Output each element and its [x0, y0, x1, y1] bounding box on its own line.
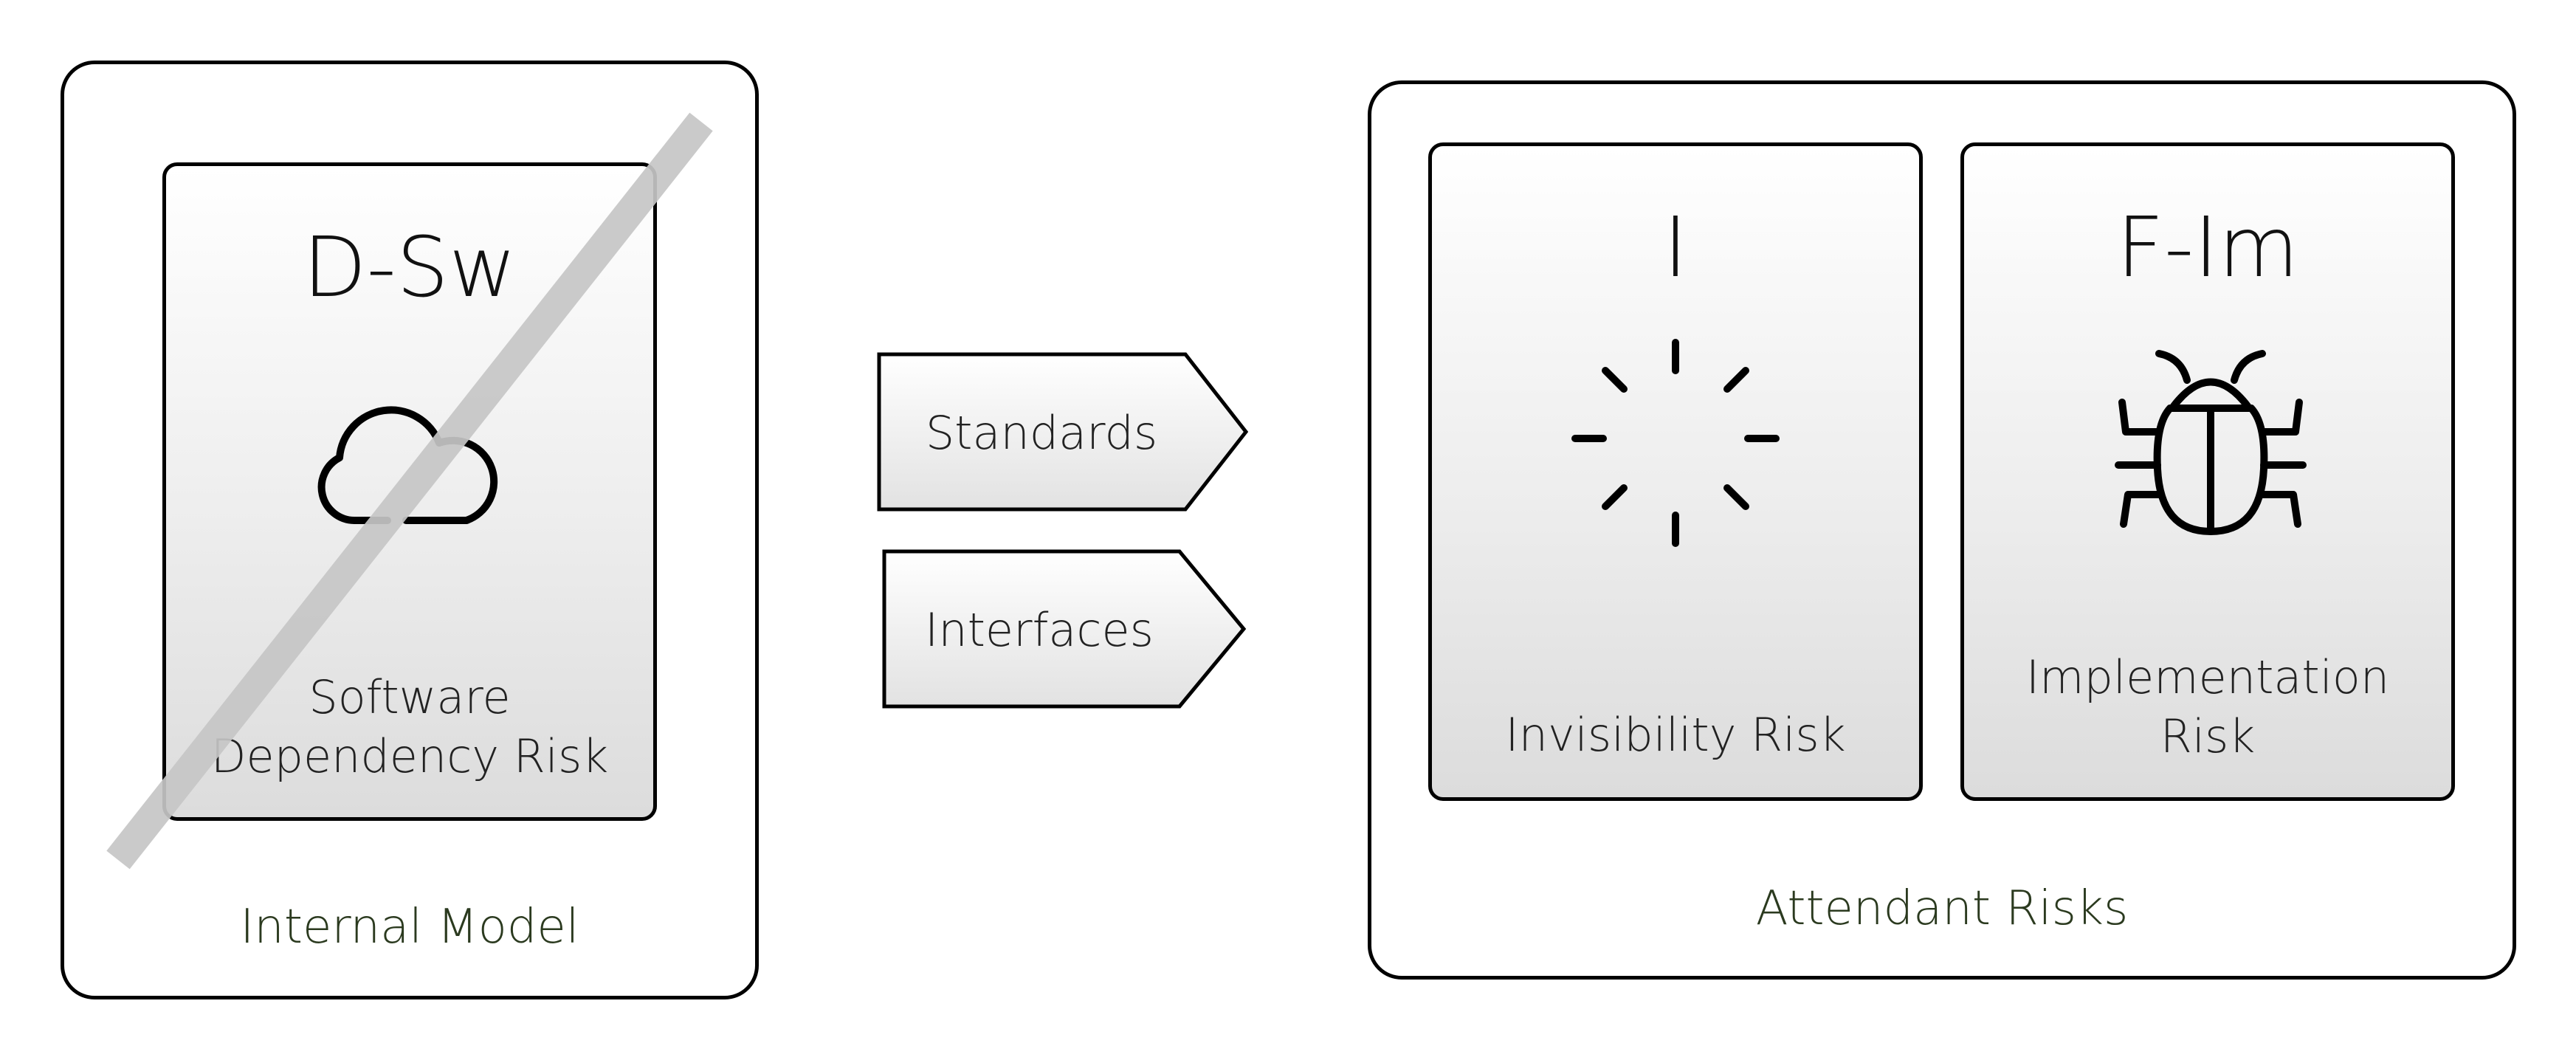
internal-model-caption: Internal Model — [240, 900, 579, 954]
risk-label-line1: Invisibility Risk — [1505, 708, 1846, 762]
risk-label-line1: Software — [309, 670, 511, 724]
risk-code: F-Im — [2116, 200, 2299, 296]
interfaces-arrow-label: Interfaces — [925, 603, 1154, 657]
risk-code: I — [1663, 200, 1688, 296]
risk-label-line2: Risk — [2160, 709, 2256, 763]
bug-icon — [2115, 350, 2307, 535]
risk-label-line1: Implementation — [2025, 650, 2390, 704]
standards-arrow-shape — [877, 352, 1249, 512]
loading-spinner-icon — [1571, 339, 1780, 547]
standards-arrow-label: Standards — [925, 406, 1158, 460]
interfaces-arrow-shape — [882, 549, 1247, 709]
invisibility-risk-card: I Invisibility Risk — [1428, 142, 1923, 801]
risk-code: D-Sw — [303, 220, 517, 316]
cloud-icon — [317, 406, 498, 524]
attendant-risks-caption: Attendant Risks — [1755, 881, 2129, 936]
risk-label-line2: Dependency Risk — [210, 729, 609, 783]
